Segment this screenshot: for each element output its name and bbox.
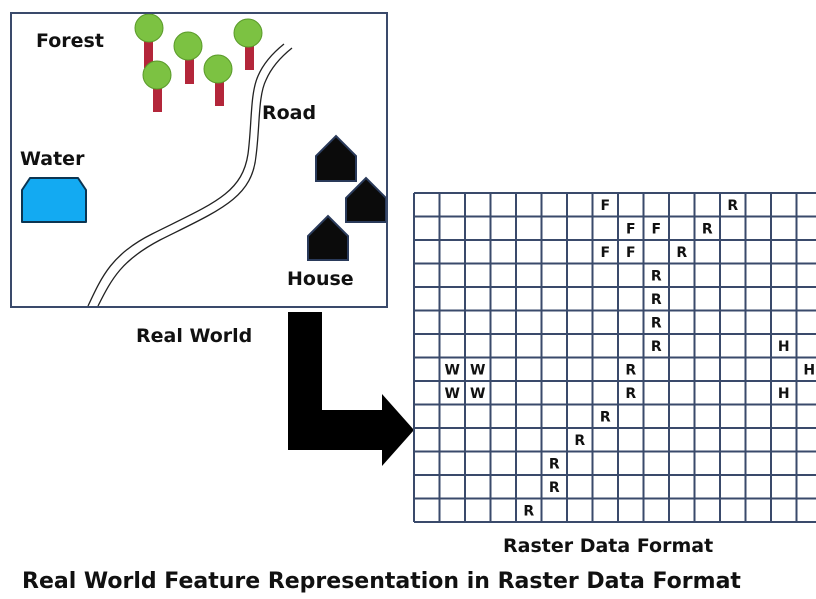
tree-icon: [203, 54, 233, 106]
raster-cell-code: R: [676, 245, 687, 261]
forest-trees: [134, 14, 263, 112]
raster-cell-code: R: [651, 315, 662, 331]
raster-cell-code: H: [778, 339, 790, 355]
transformation-arrow: [288, 312, 414, 466]
house-icon: [345, 176, 386, 223]
real-world-map-drawing: [21, 14, 386, 306]
figure-title: Real World Feature Representation in Ras…: [22, 569, 741, 594]
raster-cell-code: R: [702, 221, 713, 237]
raster-cell-code: R: [625, 386, 636, 402]
tree-icon: [142, 60, 172, 112]
raster-cell-code: R: [600, 409, 611, 425]
arrow-icon: [288, 312, 414, 466]
raster-cell-code: R: [625, 362, 636, 378]
forest-label: Forest: [36, 30, 104, 52]
raster-cell-code: R: [651, 292, 662, 308]
raster-cell-code: W: [445, 362, 460, 378]
raster-cell-code: H: [778, 386, 790, 402]
water-label: Water: [20, 148, 85, 170]
tree-icon: [233, 18, 263, 70]
raster-cell-code: W: [470, 386, 485, 402]
house-icon: [315, 134, 357, 182]
road-line-edge: [97, 47, 293, 306]
raster-cell-code: F: [600, 245, 610, 261]
tree-icon: [173, 31, 203, 84]
water-icon: [21, 177, 87, 223]
raster-cell-code: R: [574, 433, 585, 449]
raster-cell-code: H: [803, 362, 815, 378]
raster-cell-code: R: [549, 480, 560, 496]
road-label: Road: [262, 102, 317, 124]
raster-cell-code: F: [626, 221, 636, 237]
raster-cell-code: R: [727, 198, 738, 214]
raster-cell-code: F: [626, 245, 636, 261]
raster-cell-code: F: [651, 221, 661, 237]
house-label: House: [287, 268, 354, 290]
raster-caption: Raster Data Format: [503, 535, 714, 557]
raster-cell-code: W: [470, 362, 485, 378]
tree-icon: [134, 14, 164, 68]
raster-cell-code: R: [549, 456, 560, 472]
house-icon: [307, 214, 349, 261]
road-line: [87, 43, 285, 306]
raster-cell-code: F: [600, 198, 610, 214]
raster-cell-code: R: [651, 339, 662, 355]
raster-cell-code: R: [651, 268, 662, 284]
real-world-map-panel: Forest Road Water House: [10, 12, 388, 308]
raster-cell-code: R: [523, 503, 534, 519]
real-world-caption: Real World: [136, 325, 253, 347]
raster-cell-code: W: [445, 386, 460, 402]
